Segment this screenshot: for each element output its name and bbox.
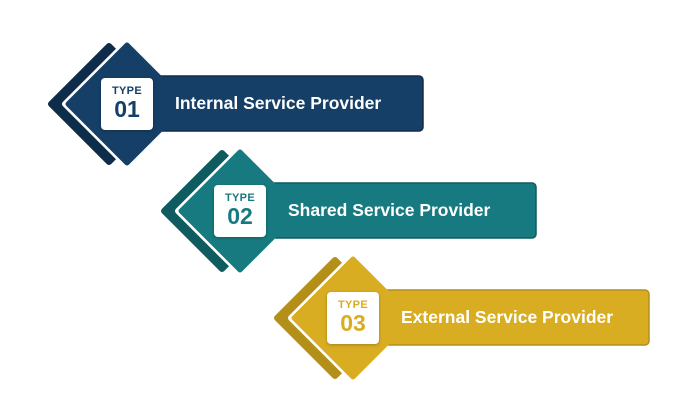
type-number: 02: [227, 203, 253, 229]
type-label: TYPE: [338, 299, 368, 311]
type-number: 03: [340, 310, 366, 336]
type-number: 01: [114, 96, 140, 122]
type-label: TYPE: [112, 85, 142, 97]
type-label: TYPE: [225, 192, 255, 204]
provider-title: Shared Service Provider: [288, 200, 491, 220]
provider-title: Internal Service Provider: [175, 93, 382, 113]
provider-title: External Service Provider: [401, 307, 614, 327]
